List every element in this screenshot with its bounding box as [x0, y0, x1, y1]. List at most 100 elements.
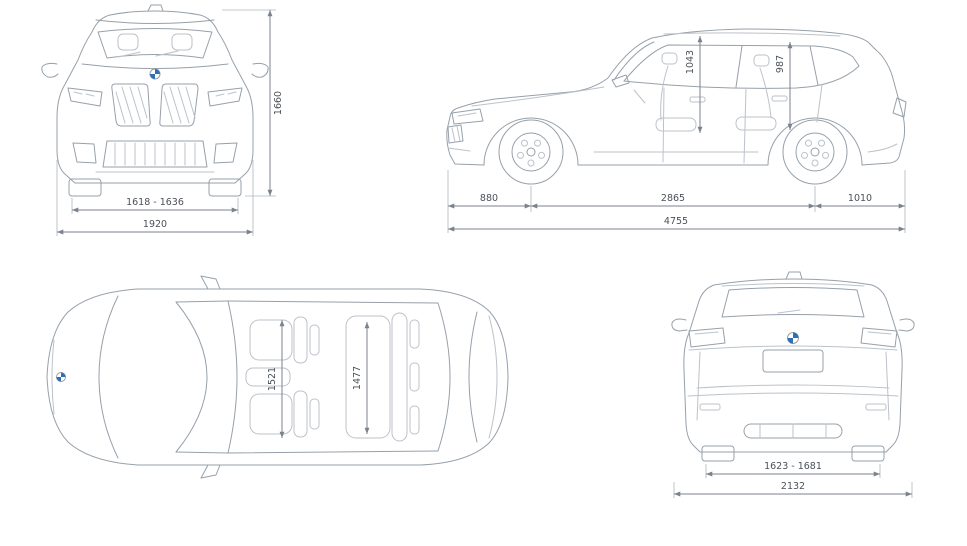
dim-headroom-front: 1043 — [685, 50, 696, 74]
rear-shoulder-line — [688, 345, 898, 351]
top-windshield-front-edge — [175, 301, 208, 453]
front-roofline — [95, 19, 215, 24]
side-beltline — [623, 65, 860, 89]
rear-bumper-top — [687, 392, 899, 397]
side-b-pillar — [735, 45, 743, 88]
dim-track-width-rear: 1623 - 1681 — [764, 461, 822, 472]
dim-overall-width-incl-mirrors: 2132 — [781, 481, 805, 492]
front-headlight-left-detail — [73, 91, 95, 97]
front-grille-left — [111, 83, 151, 127]
front-mirror-left — [41, 62, 59, 78]
front-wipers — [117, 50, 179, 58]
side-hood-crease — [471, 86, 605, 107]
top-body-outline — [46, 288, 509, 466]
side-door-handle-rear — [771, 95, 788, 102]
side-interior-seats — [633, 52, 777, 132]
rear-reflector-right — [865, 403, 887, 411]
rear-taillight-left-detail — [694, 331, 719, 335]
rear-tailgate-seams — [696, 351, 890, 421]
top-hood-cut — [98, 295, 119, 459]
rear-wiper — [777, 309, 801, 314]
front-corner-intake-right — [213, 142, 238, 164]
side-mirror — [611, 74, 630, 88]
rear-spoiler-line — [721, 283, 865, 287]
front-headrest-left — [117, 33, 139, 51]
dim-headroom-rear: 987 — [775, 55, 786, 73]
front-tire-right — [208, 178, 242, 197]
rear-license-plate — [762, 349, 824, 373]
side-grille-slats — [451, 125, 461, 143]
top-tailgate-line — [488, 315, 498, 439]
dim-overall-length: 4755 — [664, 216, 688, 227]
rear-view — [671, 271, 915, 462]
front-headrest-right — [171, 33, 193, 51]
rear-mirror-right — [898, 318, 915, 332]
top-rear-bench — [345, 312, 420, 442]
front-tire-left — [68, 178, 102, 197]
side-view — [446, 28, 907, 185]
top-roof-rails — [227, 300, 439, 454]
dim-overall-height: 1660 — [273, 91, 284, 115]
side-roof-rail — [663, 32, 841, 37]
rear-taillight-left — [688, 327, 726, 348]
front-headlight-right — [207, 87, 243, 107]
side-grille — [447, 124, 464, 144]
top-rear-window-front — [437, 302, 451, 452]
side-rear-wheel — [782, 119, 848, 185]
top-view-dimensions: 1521 1477 — [267, 320, 370, 438]
rear-reflector-left — [699, 403, 721, 411]
side-headlight-detail — [457, 112, 477, 117]
rear-diffuser-slats — [759, 423, 827, 439]
front-mirror-right — [251, 62, 269, 78]
dim-interior-width-rear: 1477 — [352, 366, 363, 390]
front-grille-right — [159, 83, 199, 127]
side-front-wheel — [498, 119, 564, 185]
bmw-roundel-icon — [149, 68, 161, 80]
side-view-dimensions: 1043 987 880 2865 1010 4755 — [447, 36, 906, 233]
front-grille-right-slats — [163, 86, 196, 124]
front-grille-left-slats — [115, 86, 148, 124]
bmw-roundel-icon — [787, 332, 799, 344]
front-lower-intake — [102, 140, 208, 168]
side-door-handle-front — [689, 96, 706, 103]
side-bumper-line — [447, 147, 471, 152]
front-lower-intake-slats — [114, 142, 196, 166]
front-body-outline — [56, 10, 254, 184]
front-corner-intake-left — [72, 142, 97, 164]
dim-wheelbase: 2865 — [661, 193, 685, 204]
side-windshield-line — [613, 41, 655, 81]
dim-overall-width: 1920 — [143, 219, 167, 230]
dim-interior-width-front: 1521 — [267, 367, 278, 391]
rear-body-outline — [683, 278, 903, 453]
front-view-dimensions: 1660 1618 - 1636 1920 — [56, 9, 284, 236]
top-mirror-right — [200, 464, 221, 479]
rear-tire-left — [701, 445, 735, 462]
side-rear-bumper-crease — [867, 143, 898, 153]
top-view — [46, 275, 509, 479]
top-front-seats — [245, 316, 320, 438]
side-door-seams — [662, 84, 823, 164]
dim-track-width: 1618 - 1636 — [126, 197, 184, 208]
rear-view-dimensions: 1623 - 1681 2132 — [673, 461, 913, 498]
side-taillight — [892, 97, 907, 118]
rear-antenna-fin — [785, 271, 803, 280]
top-windshield-top-edge — [227, 300, 238, 454]
side-body-outline — [446, 28, 906, 166]
side-glass-top — [623, 44, 860, 82]
top-a-pillars — [175, 300, 229, 454]
side-c-pillar — [809, 45, 819, 86]
bmw-roundel-icon — [56, 372, 66, 382]
front-antenna-fin — [147, 4, 164, 12]
front-headlight-right-detail — [215, 91, 237, 97]
rear-mirror-left — [671, 318, 688, 332]
rear-tire-right — [851, 445, 885, 462]
rear-taillight-right — [860, 327, 898, 348]
front-headlight-left — [67, 87, 103, 107]
front-hood-crease — [81, 63, 229, 69]
top-rear-window-rear — [468, 311, 478, 443]
rear-taillight-right-detail — [867, 331, 892, 335]
dim-front-overhang: 880 — [480, 193, 498, 204]
top-mirror-left — [200, 275, 221, 290]
